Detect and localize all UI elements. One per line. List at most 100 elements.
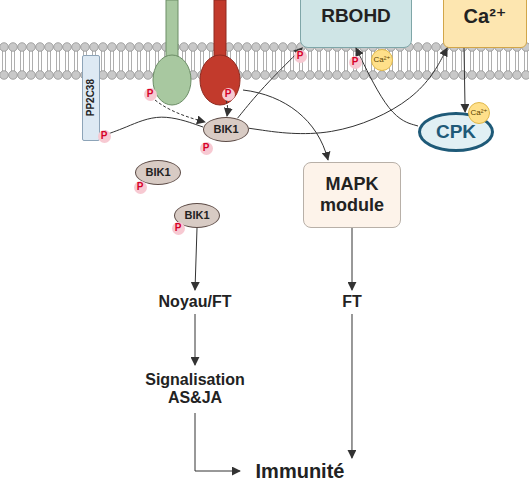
lipid-head	[144, 43, 153, 52]
lipid-tail	[23, 50, 24, 72]
lipid-tail	[50, 50, 51, 72]
lipid-head	[405, 71, 414, 80]
lipid-tail	[20, 50, 21, 72]
step-text: FT	[322, 290, 382, 314]
lipid-tail	[272, 50, 273, 72]
lipid-tail	[56, 50, 57, 72]
lipid-head	[180, 43, 189, 52]
lipid-head	[54, 71, 63, 80]
lipid-head	[495, 71, 504, 80]
lipid-head	[396, 71, 405, 80]
node-text: BIK1	[184, 209, 209, 222]
lipid-tail	[518, 50, 519, 72]
lipid-tail	[38, 50, 39, 72]
lipid-head	[252, 43, 261, 52]
lipid-head	[108, 71, 117, 80]
signal-arrow	[249, 48, 447, 134]
receptor-green	[153, 0, 191, 105]
lipid-tail	[68, 50, 69, 72]
lipid-tail	[5, 50, 6, 72]
lipid-tail	[509, 50, 510, 72]
lipid-tail	[344, 50, 345, 72]
lipid-head	[261, 71, 270, 80]
lipid-head	[54, 43, 63, 52]
lipid-head	[99, 43, 108, 52]
calcium-ion: Ca²⁺	[468, 102, 490, 124]
lipid-head	[72, 71, 81, 80]
calcium-ion: Ca²⁺	[371, 49, 393, 71]
node-text: FT	[342, 293, 362, 311]
lipid-head	[9, 71, 18, 80]
lipid-tail	[320, 50, 321, 72]
lipid-head	[9, 43, 18, 52]
lipid-head	[198, 43, 207, 52]
signal-arrow	[195, 413, 240, 471]
lipid-tail	[290, 50, 291, 72]
lipid-head	[315, 71, 324, 80]
lipid-tail	[59, 50, 60, 72]
node-text: RBOHD	[321, 5, 391, 27]
lipid-tail	[308, 50, 309, 72]
lipid-head	[243, 71, 252, 80]
lipid-tail	[245, 50, 246, 72]
lipid-tail	[14, 50, 15, 72]
step-text: Signalisation AS&JA	[125, 365, 265, 413]
lipid-tail	[473, 50, 474, 72]
phosphatase-box: PP2C38	[82, 55, 100, 141]
lipid-head	[18, 43, 27, 52]
lipid-tail	[515, 50, 516, 72]
lipid-tail	[482, 50, 483, 72]
lipid-tail	[11, 50, 12, 72]
lipid-head	[432, 71, 441, 80]
node-text: Signalisation AS&JA	[125, 371, 265, 408]
lipid-head	[63, 43, 72, 52]
lipid-tail	[41, 50, 42, 72]
lipid-tail	[275, 50, 276, 72]
lipid-tail	[146, 50, 147, 72]
phospho-mark: P	[294, 50, 307, 63]
lipid-tail	[365, 50, 366, 72]
lipid-head	[324, 71, 333, 80]
lipid-head	[414, 71, 423, 80]
lipid-head	[288, 71, 297, 80]
lipid-head	[378, 71, 387, 80]
lipid-head	[261, 43, 270, 52]
lipid-tail	[122, 50, 123, 72]
lipid-tail	[524, 50, 525, 72]
lipid-head	[63, 71, 72, 80]
lipid-head	[279, 43, 288, 52]
lipid-tail	[527, 50, 528, 72]
lipid-tail	[263, 50, 264, 72]
lipid-tail	[248, 50, 249, 72]
lipid-head	[27, 43, 36, 52]
lipid-head	[90, 43, 99, 52]
lipid-tail	[479, 50, 480, 72]
lipid-tail	[470, 50, 471, 72]
signal-arrow	[195, 314, 196, 365]
lipid-head	[252, 71, 261, 80]
node-text: Ca²⁺	[464, 5, 507, 28]
lipid-tail	[32, 50, 33, 72]
lipid-tail	[362, 50, 363, 72]
lipid-tail	[131, 50, 132, 72]
phospho-mark: P	[349, 56, 362, 69]
lipid-tail	[425, 50, 426, 72]
lipid-head	[135, 43, 144, 52]
lipid-head	[135, 71, 144, 80]
lipid-head	[189, 43, 198, 52]
lipid-tail	[437, 50, 438, 72]
lipid-head	[81, 43, 90, 52]
lipid-head	[117, 71, 126, 80]
lipid-tail	[407, 50, 408, 72]
lipid-tail	[446, 50, 447, 72]
lipid-tail	[497, 50, 498, 72]
module-box: MAPK module	[303, 162, 401, 228]
lipid-tail	[74, 50, 75, 72]
step-text: Noyau/FT	[135, 290, 255, 314]
lipid-head	[486, 71, 495, 80]
dashed-arrow	[155, 100, 205, 122]
signal-arrow	[464, 48, 465, 112]
